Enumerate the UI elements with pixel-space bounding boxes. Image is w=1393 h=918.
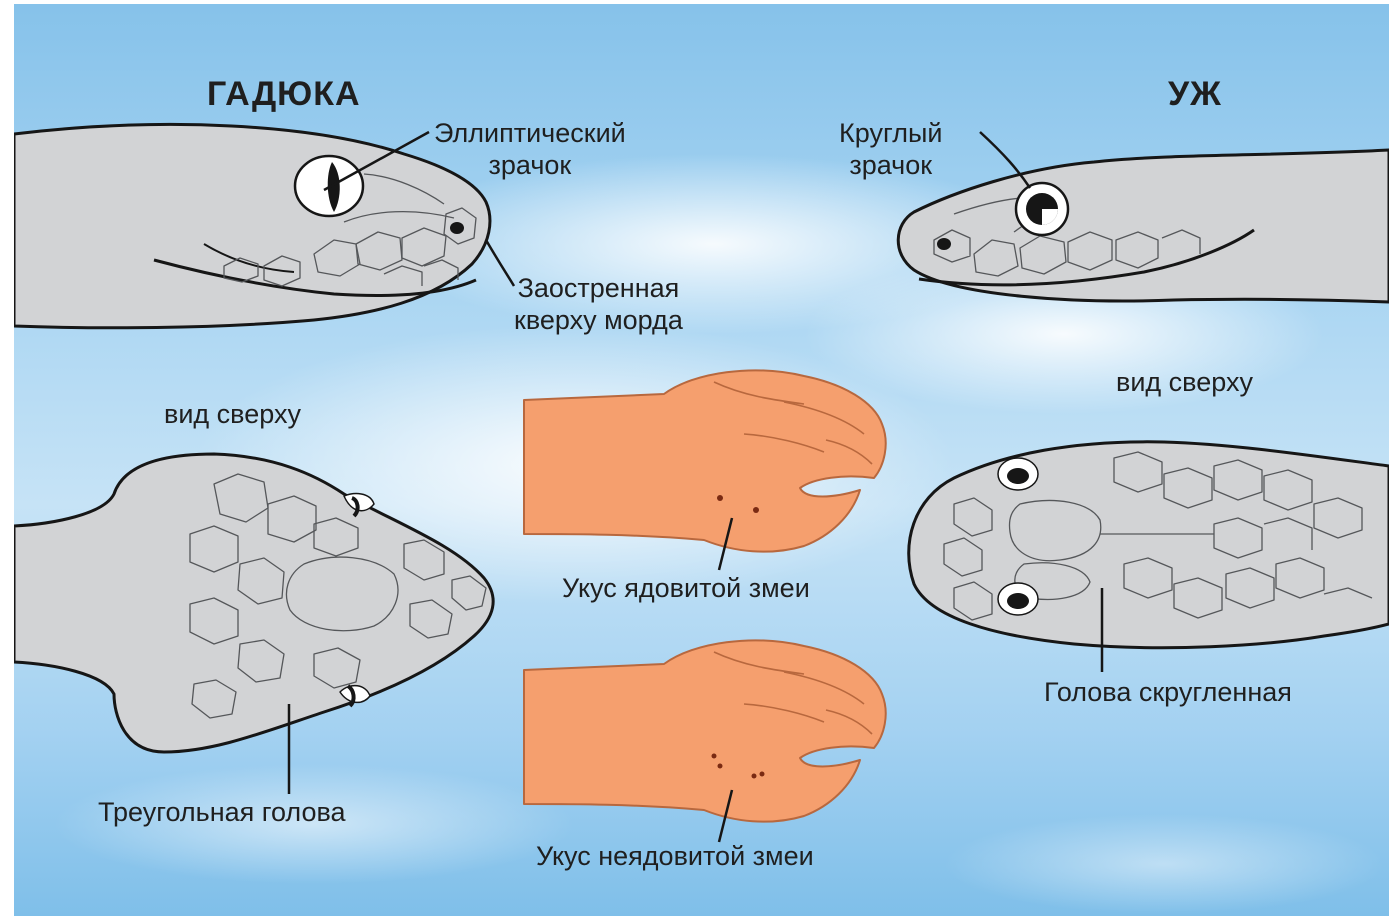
label-venomous-bite: Укус ядовитой змеи [562, 572, 810, 604]
label-nonvenomous-bite: Укус неядовитой змеи [536, 840, 814, 872]
viper-title: ГАДЮКА [207, 78, 361, 110]
label-elliptic-pupil: Эллиптический зрачок [434, 117, 626, 181]
grass-snake-top-head-icon [909, 442, 1389, 672]
label-pointed-snout: Заостренная кверху морда [514, 272, 683, 336]
label-top-view-grass-snake: вид сверху [1116, 366, 1253, 398]
grass-snake-title: УЖ [1168, 78, 1222, 110]
label-top-view-viper: вид сверху [164, 398, 301, 430]
label-rounded-head: Голова скругленная [1044, 676, 1292, 708]
hand-icon [524, 640, 886, 842]
illustration-canvas [14, 4, 1389, 916]
grass-snake-side-head-icon [898, 150, 1389, 302]
snake-comparison-diagram: › [14, 4, 1389, 916]
label-triangular-head: Треугольная голова [98, 796, 346, 828]
viper-side-head-icon [14, 124, 490, 327]
label-round-pupil: Круглый зрачок [839, 117, 942, 181]
